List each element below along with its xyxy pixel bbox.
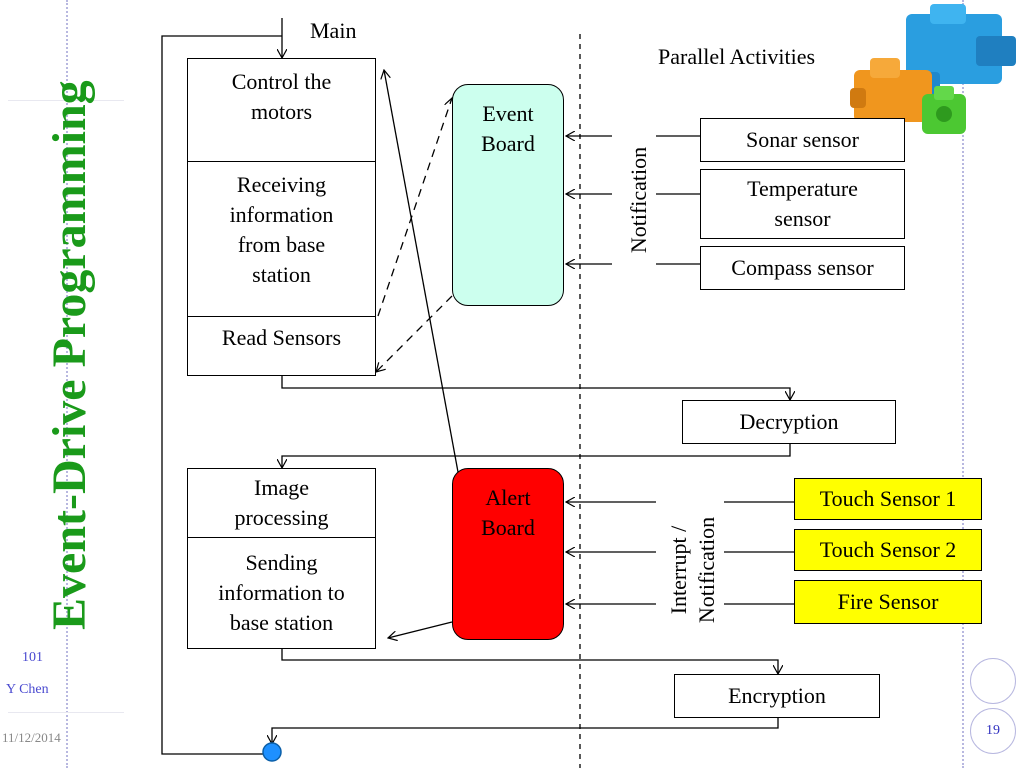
interrupt-notification-label: Interrupt / Notification (665, 495, 725, 645)
alert-board-label: Alert Board (481, 485, 535, 540)
sidebar-author: Y Chen (6, 682, 49, 697)
sidebar-date: 11/12/2014 (2, 730, 61, 745)
sidebar-top-line (8, 100, 124, 101)
temperature-sensor-box: Temperature sensor (700, 169, 905, 239)
interrupt-label-line1: Interrupt / (666, 525, 691, 615)
main-label: Main (310, 18, 357, 43)
sending-info-box: Sending information to base station (187, 537, 376, 649)
read-sensors-label: Read Sensors (221, 325, 342, 350)
page-number-circle: 19 (970, 708, 1016, 754)
receiving-info-label: Receiving information from base station (229, 172, 334, 287)
sending-info-label: Sending information to base station (218, 550, 345, 635)
page-number: 19 (986, 723, 1000, 738)
sonar-sensor-box: Sonar sensor (700, 118, 905, 162)
touch-sensor-1-label: Touch Sensor 1 (819, 486, 957, 511)
sidebar-course: 101 (22, 650, 43, 665)
alert-board: Alert Board (452, 468, 564, 640)
read-sensors-box: Read Sensors (187, 316, 376, 376)
touch-sensor-2-box: Touch Sensor 2 (794, 529, 982, 571)
parallel-activities-label: Parallel Activities (658, 44, 816, 69)
fire-sensor-box: Fire Sensor (794, 580, 982, 624)
decryption-label: Decryption (739, 409, 839, 434)
temperature-sensor-label: Temperature sensor (747, 176, 858, 231)
right-divider (962, 0, 964, 768)
sidebar-divider (66, 0, 68, 768)
encryption-label: Encryption (728, 683, 826, 708)
decryption-box: Decryption (682, 400, 896, 444)
sidebar-bottom-line (8, 712, 124, 713)
touch-sensor-1-box: Touch Sensor 1 (794, 478, 982, 520)
control-motors-label: Control the motors (231, 69, 332, 124)
receiving-info-box: Receiving information from base station (187, 161, 376, 317)
sonar-sensor-label: Sonar sensor (745, 127, 860, 152)
compass-sensor-label: Compass sensor (731, 255, 874, 280)
notification-label: Notification (626, 146, 651, 254)
fire-sensor-label: Fire Sensor (837, 589, 939, 614)
event-board: Event Board (452, 84, 564, 306)
image-processing-box: Image processing (187, 468, 376, 538)
compass-sensor-box: Compass sensor (700, 246, 905, 290)
event-board-label: Event Board (481, 101, 535, 156)
image-processing-label: Image processing (234, 475, 329, 530)
touch-sensor-2-label: Touch Sensor 2 (819, 537, 957, 562)
decorative-circle (970, 658, 1016, 704)
control-motors-box: Control the motors (187, 58, 376, 162)
encryption-box: Encryption (674, 674, 880, 718)
interrupt-label-line2: Notification (694, 516, 719, 624)
end-node (262, 742, 282, 762)
